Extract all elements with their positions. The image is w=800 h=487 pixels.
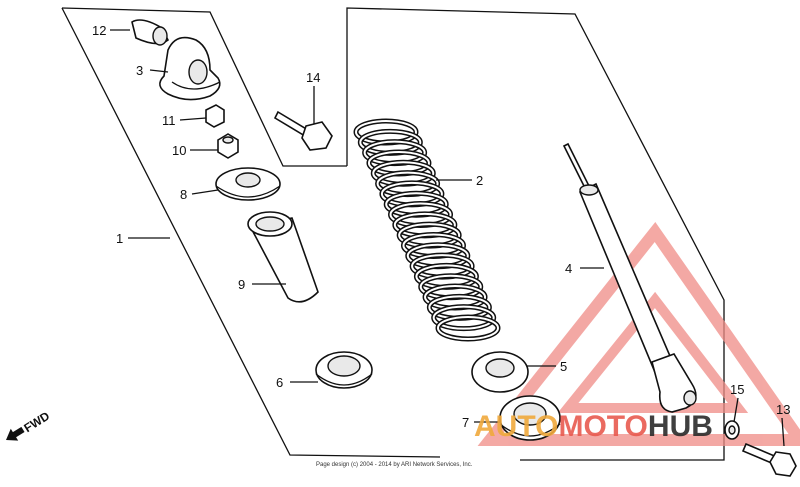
callout-8: 8 (180, 187, 187, 202)
callout-9: 9 (238, 277, 245, 292)
part-9-dust-tube (247, 211, 319, 303)
callout-2: 2 (476, 173, 483, 188)
part-14-bolt (273, 110, 333, 151)
part-13-bolt (741, 442, 797, 477)
part-5-collar (471, 351, 529, 393)
fwd-indicator: FWD (6, 409, 52, 441)
callout-13: 13 (776, 402, 790, 417)
leader-lines (110, 29, 785, 447)
callout-6: 6 (276, 375, 283, 390)
spring-coil-highlight (432, 305, 495, 330)
part-15-washer (724, 420, 740, 440)
callout-15: 15 (730, 382, 744, 397)
callout-11: 11 (162, 113, 176, 128)
footer-copyright: Page design (c) 2004 - 2014 by ARI Netwo… (316, 462, 473, 468)
part-7-lower-seat (499, 395, 561, 441)
fwd-label: FWD (21, 409, 52, 436)
part-6-seal (315, 351, 373, 389)
spring-coil-highlight (437, 316, 499, 340)
part-2-spring (353, 118, 501, 342)
group-frame-right (346, 7, 725, 461)
callout-10: 10 (172, 143, 186, 158)
callout-5: 5 (560, 359, 567, 374)
part-8-washer (215, 167, 281, 201)
callout-1: 1 (116, 231, 123, 246)
part-4-damper (562, 142, 697, 413)
watermark-text-auto: AUTOMOTOHUB (474, 410, 713, 443)
callout-12: 12 (92, 23, 106, 38)
watermark-logo: AUTOMOTOHUB (474, 410, 713, 443)
callout-4: 4 (565, 261, 572, 276)
part-11-nut (205, 104, 225, 128)
part-3-upper-mount (159, 36, 221, 101)
callout-14: 14 (306, 70, 320, 85)
callout-7: 7 (462, 415, 469, 430)
part-12-bushing (131, 19, 170, 46)
watermark-triangle (477, 221, 800, 446)
group-frame-left (61, 7, 441, 458)
part-10-lock-nut (217, 133, 239, 159)
callout-3: 3 (136, 63, 143, 78)
arrow-left-icon (6, 426, 25, 441)
